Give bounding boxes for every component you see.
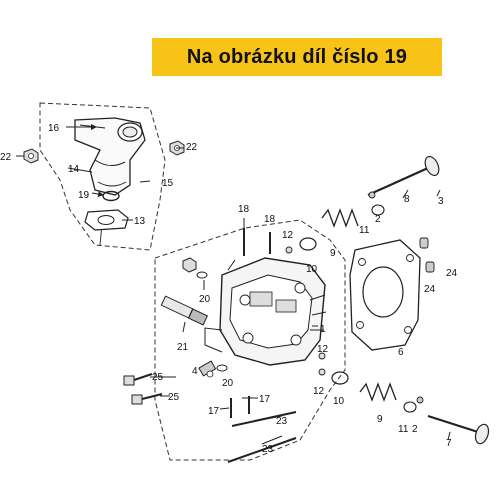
callout-leaders (16, 124, 451, 445)
washers-12-drawing (285, 246, 326, 376)
label-part-22-right: 22 (186, 142, 198, 153)
label-part-19: 19 (78, 190, 90, 201)
label-part-16: 16 (48, 123, 60, 134)
intake-manifold-drawing (74, 117, 146, 196)
dowel-pins-24-drawing (419, 237, 435, 273)
stud-bolts-17-drawing (230, 396, 250, 418)
head-gasket-drawing (349, 239, 421, 351)
label-part-8: 8 (404, 194, 410, 205)
label-part-18-right: 18 (264, 214, 276, 225)
label-part-9-low: 9 (377, 414, 383, 425)
label-part-10-low: 10 (333, 396, 345, 407)
insulator-13-drawing (84, 209, 129, 231)
label-part-25-upper: 25 (152, 372, 164, 383)
label-part-10-top: 10 (306, 264, 318, 275)
label-part-24-right: 24 (446, 268, 458, 279)
label-part-1: 1 (320, 324, 326, 335)
label-part-20-upper: 20 (199, 294, 211, 305)
label-part-11-top: 11 (359, 225, 370, 236)
upper-valve-drawing (367, 155, 440, 197)
upper-spring-drawing (299, 191, 385, 251)
sensor-4-drawing (198, 360, 217, 378)
lower-spring-drawing (331, 371, 424, 413)
label-part-17-left: 17 (208, 406, 220, 417)
label-part-17-right: 17 (259, 394, 271, 405)
lower-valve-drawing (427, 414, 490, 445)
label-part-6: 6 (398, 347, 404, 358)
label-part-18-left: 18 (238, 204, 250, 215)
label-part-12-low: 12 (313, 386, 325, 397)
label-part-22-left: 22 (0, 152, 12, 163)
label-part-4: 4 (192, 366, 198, 377)
part-number-banner: Na obrázku díl číslo 19 (152, 38, 442, 76)
label-part-7: 7 (446, 438, 452, 449)
label-part-12-mid: 12 (317, 344, 329, 355)
label-part-21: 21 (177, 342, 189, 353)
label-part-9-top: 9 (330, 248, 336, 259)
label-part-13: 13 (134, 216, 146, 227)
label-part-24-left: 24 (424, 284, 436, 295)
banner-text: Na obrázku díl číslo 19 (186, 45, 408, 68)
label-part-2-low: 2 (412, 424, 418, 435)
label-part-20-lower: 20 (222, 378, 234, 389)
label-part-23-upper: 23 (276, 416, 288, 427)
head-group-outline (154, 219, 346, 461)
spark-plug-21-drawing (160, 295, 209, 326)
label-part-12-top: 12 (282, 230, 294, 241)
label-part-3: 3 (438, 196, 444, 207)
label-part-2-top: 2 (375, 214, 381, 225)
cylinder-head-drawing (204, 257, 327, 366)
label-part-23-lower: 23 (262, 444, 274, 455)
label-part-15: 15 (162, 178, 174, 189)
nut-20-lower-drawing (216, 364, 228, 372)
part-labels: 16 14 15 19 13 22 22 18 18 12 10 9 11 2 … (0, 123, 458, 455)
label-part-25-lower: 25 (168, 392, 180, 403)
intake-group-outline (39, 102, 166, 251)
label-part-11-low: 11 (398, 424, 409, 435)
nut-20-upper-drawing (182, 257, 208, 279)
stud-bolts-18-drawing (243, 228, 271, 256)
bolts-25-drawing (123, 373, 163, 405)
label-part-14: 14 (68, 164, 80, 175)
nut-22-left-drawing (23, 148, 39, 164)
